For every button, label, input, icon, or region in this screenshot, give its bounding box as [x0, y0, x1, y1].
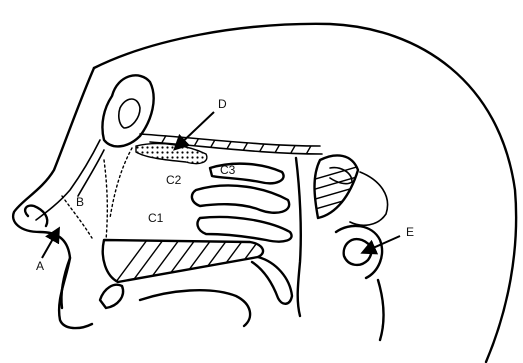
middle-turbinate — [192, 185, 289, 212]
label-d: D — [218, 97, 227, 111]
head-outline — [94, 24, 516, 362]
inferior-turbinate — [198, 217, 292, 242]
soft-palate — [252, 257, 292, 304]
label-e: E — [406, 225, 414, 239]
valve-boundary — [104, 160, 107, 240]
frontal-sinus — [102, 75, 153, 146]
label-a: A — [36, 259, 44, 273]
nostril — [25, 206, 47, 226]
upper-teeth — [100, 285, 123, 308]
sphenoid-hatching — [312, 166, 360, 210]
posterior-cavity-wall — [296, 158, 301, 316]
palate-hatching — [110, 236, 262, 290]
label-c2: C2 — [166, 173, 182, 187]
eustachian-tube-opening — [344, 239, 372, 265]
label-b: B — [76, 195, 84, 209]
frontal-sinus-inner — [119, 99, 140, 128]
tongue — [140, 290, 250, 326]
c2-c1-boundary — [110, 148, 132, 218]
label-c3: C3 — [220, 163, 236, 177]
label-c1: C1 — [148, 211, 164, 225]
arrow-d — [176, 112, 214, 148]
pharyngeal-wall — [378, 280, 384, 340]
